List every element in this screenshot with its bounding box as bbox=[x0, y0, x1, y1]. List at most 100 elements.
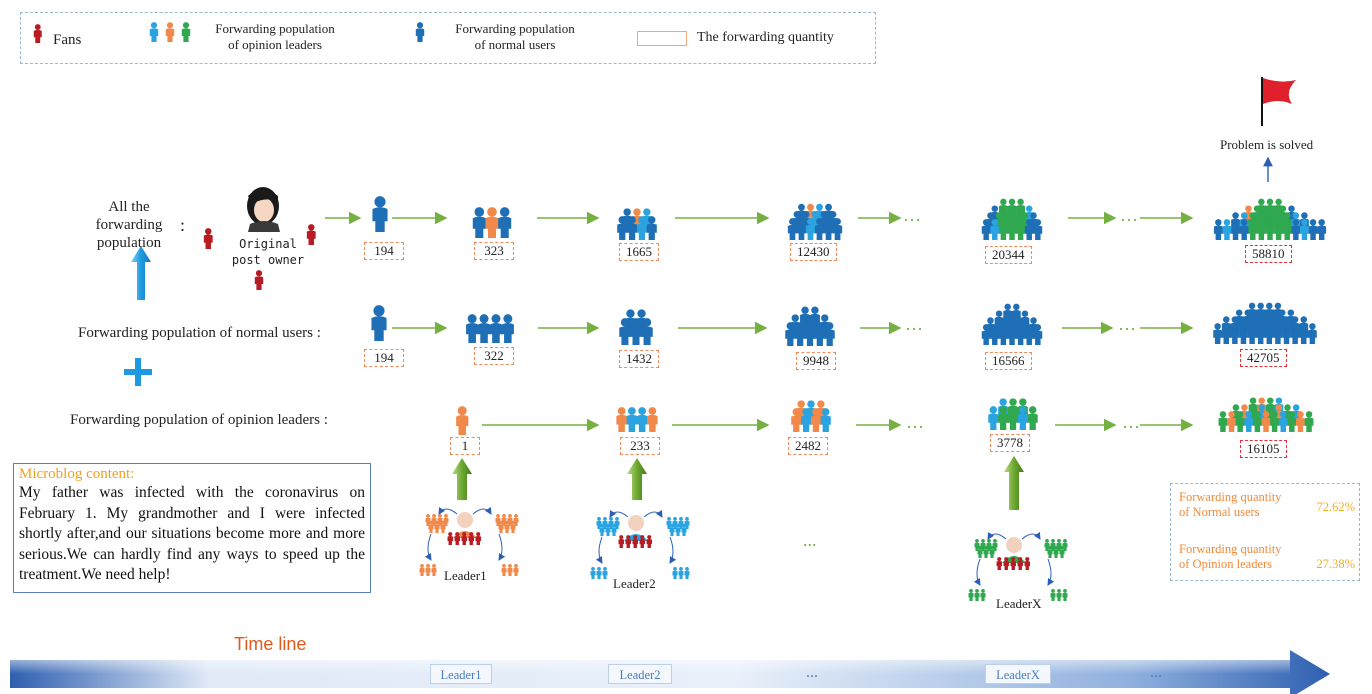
follower-icon bbox=[669, 524, 675, 536]
leader1-label: Leader1 bbox=[444, 568, 487, 583]
all-group-5-crowd bbox=[981, 198, 1043, 240]
crowd-person-icon bbox=[1299, 323, 1309, 344]
crowd-person-icon bbox=[1227, 411, 1236, 432]
follower-icon bbox=[608, 517, 614, 529]
crowd-person-icon bbox=[804, 322, 816, 346]
crowd-person-icon bbox=[1248, 219, 1258, 240]
crowd-person-icon bbox=[1213, 219, 1223, 240]
normal-group-2-crowd bbox=[466, 314, 514, 343]
microblog-body: My father was infected with the coronavi… bbox=[19, 484, 365, 583]
crowd-person-icon bbox=[627, 216, 638, 240]
stat-leader-label-line1: Forwarding quantity bbox=[1179, 542, 1282, 556]
flow-ellipsis-normal-2: … bbox=[1118, 314, 1136, 334]
crowd-person-icon bbox=[791, 408, 802, 432]
follower-icon bbox=[968, 589, 974, 601]
normal-group-3-crowd bbox=[619, 309, 653, 345]
all-count-1: 194 bbox=[364, 242, 404, 260]
follower-icon bbox=[681, 524, 687, 536]
crowd-person-icon bbox=[1017, 406, 1028, 430]
flow-ellipsis-all-2: … bbox=[1120, 205, 1138, 225]
forwarding-stats-box: Forwarding quantity of Normal users 72.6… bbox=[1170, 483, 1360, 581]
timeline-mark-leaderx: LeaderX bbox=[985, 664, 1051, 684]
crowd-person-icon bbox=[1296, 411, 1305, 432]
fan-icon bbox=[475, 532, 481, 545]
follower-icon bbox=[1053, 546, 1059, 558]
all-count-4: 12430 bbox=[790, 243, 837, 261]
fan-icon bbox=[1010, 557, 1016, 570]
crowd-person-icon bbox=[617, 216, 628, 240]
leaderx-up-arrow-icon bbox=[1004, 456, 1024, 510]
crowd-person-icon bbox=[1230, 323, 1240, 344]
crowd-person-icon bbox=[1273, 323, 1283, 344]
fan-icon bbox=[203, 228, 213, 249]
crowd-person-icon bbox=[1307, 323, 1317, 344]
all-group-1-icon bbox=[372, 196, 388, 232]
crowd-person-icon bbox=[801, 408, 812, 432]
crowd-person-icon bbox=[466, 314, 479, 343]
follower-icon bbox=[1062, 589, 1068, 601]
all-population-line3: population bbox=[96, 235, 162, 251]
crowd-person-icon bbox=[646, 216, 657, 240]
follower-icon bbox=[599, 524, 605, 536]
normal-count-2: 322 bbox=[474, 347, 514, 365]
normal-group-4-crowd bbox=[785, 306, 835, 346]
follower-icon bbox=[513, 514, 519, 526]
fan-icon bbox=[1017, 557, 1023, 570]
follower-icon bbox=[434, 521, 440, 533]
legend bbox=[20, 12, 876, 64]
follower-icon bbox=[666, 517, 672, 529]
crowd-person-icon bbox=[824, 322, 835, 346]
stat-leader-value: 27.38% bbox=[1316, 557, 1355, 571]
crowd-person-icon bbox=[1282, 323, 1291, 344]
crowd-person-icon bbox=[489, 314, 503, 343]
crowd-person-icon bbox=[1261, 411, 1271, 432]
crowd-person-icon bbox=[1252, 411, 1262, 432]
leader2-cluster bbox=[590, 510, 690, 579]
normal-group-6-crowd bbox=[1213, 302, 1317, 344]
crowd-person-icon bbox=[998, 219, 1008, 240]
normal-group-5-crowd bbox=[981, 303, 1043, 345]
stat-normal-label-line1: Forwarding quantity bbox=[1179, 490, 1282, 504]
fan-icon bbox=[625, 535, 631, 548]
follower-icon bbox=[419, 564, 425, 576]
legend-leader-green-icon bbox=[181, 22, 191, 42]
follower-icon bbox=[678, 517, 684, 529]
microblog-title: Microblog content: bbox=[19, 466, 135, 482]
flow-ellipsis-all-1: … bbox=[903, 205, 921, 225]
fan-icon bbox=[447, 532, 453, 545]
follower-icon bbox=[602, 567, 608, 579]
crowd-person-icon bbox=[1007, 219, 1017, 240]
normal-count-6: 42705 bbox=[1240, 349, 1287, 367]
legend-fans-label: Fans bbox=[53, 32, 82, 48]
stat-normal-label: Forwarding quantity of Normal users bbox=[1179, 490, 1281, 520]
all-group-2-crowd bbox=[472, 207, 512, 238]
legend-normal-users-label: Forwarding population of normal users bbox=[440, 21, 590, 53]
opinion-leaders-row-label: Forwarding population of opinion leaders… bbox=[70, 412, 328, 428]
leader-count-5: 16105 bbox=[1240, 440, 1287, 458]
follower-icon bbox=[1062, 539, 1068, 551]
follower-icon bbox=[498, 521, 504, 533]
crowd-person-icon bbox=[1221, 323, 1231, 344]
follower-icon bbox=[501, 514, 507, 526]
follower-icon bbox=[1059, 546, 1065, 558]
leader2-up-arrow-icon bbox=[627, 458, 647, 500]
stat-leader-label: Forwarding quantity of Opinion leaders bbox=[1179, 542, 1281, 572]
follower-icon bbox=[602, 517, 608, 529]
follower-icon bbox=[428, 521, 434, 533]
flow-ellipsis-leader-1: … bbox=[906, 412, 924, 432]
follower-icon bbox=[675, 524, 681, 536]
crowd-person-icon bbox=[619, 318, 631, 345]
fan-icon bbox=[632, 535, 638, 548]
normal-users-row-label: Forwarding population of normal users : bbox=[78, 325, 321, 341]
leader-group-4-crowd bbox=[988, 398, 1038, 430]
follower-icon bbox=[684, 517, 690, 529]
crowd-person-icon bbox=[1317, 219, 1327, 240]
crowd-person-icon bbox=[810, 408, 821, 432]
crowd-person-icon bbox=[498, 207, 512, 238]
crowd-person-icon bbox=[785, 322, 796, 346]
timeline-mark-leader2: Leader2 bbox=[608, 664, 672, 684]
follower-icon bbox=[495, 514, 501, 526]
timeline-label: Time line bbox=[234, 634, 307, 654]
all-group-3-crowd bbox=[617, 208, 657, 240]
crowd-person-icon bbox=[1016, 219, 1026, 240]
